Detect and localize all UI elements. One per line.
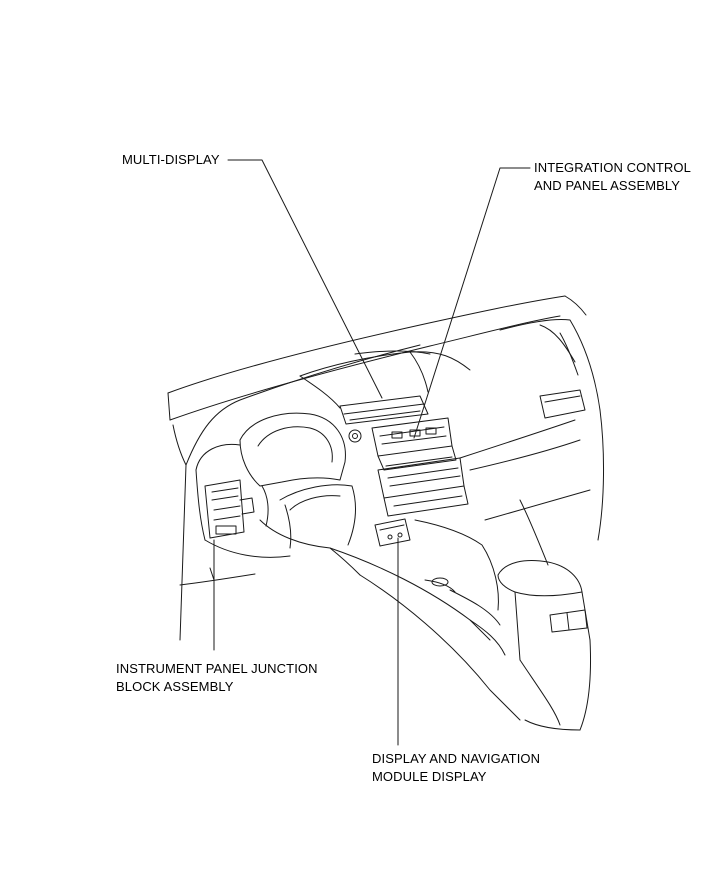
- callout-text: DISPLAY AND NAVIGATION: [372, 751, 541, 766]
- leader-integration-control: [413, 167, 531, 439]
- dashboard-top-outline: [167, 295, 587, 466]
- callout-text: MULTI-DISPLAY: [122, 152, 220, 167]
- junction-block: [204, 479, 255, 539]
- multi-display-unit: [339, 395, 429, 443]
- integration-control-panel: [371, 417, 457, 471]
- callout-text: MODULE DISPLAY: [372, 769, 487, 784]
- left-door-trim: [179, 443, 291, 641]
- center-console: [329, 519, 521, 721]
- callout-text: AND PANEL ASSEMBLY: [534, 178, 681, 193]
- right-vent: [539, 389, 586, 419]
- callout-text: BLOCK ASSEMBLY: [116, 679, 234, 694]
- leader-lines: [213, 159, 531, 746]
- center-stack: [374, 457, 469, 547]
- center-display-hood: [299, 350, 471, 409]
- callout-text: INTEGRATION CONTROL: [534, 160, 691, 175]
- callout-nav-module: DISPLAY AND NAVIGATION MODULE DISPLAY: [372, 750, 540, 786]
- lower-dashboard: [259, 484, 361, 576]
- right-pillar-outline: [499, 319, 605, 541]
- callout-text: INSTRUMENT PANEL JUNCTION: [116, 661, 318, 676]
- callout-multi-display: MULTI-DISPLAY: [122, 151, 220, 169]
- callout-junction-block: INSTRUMENT PANEL JUNCTION BLOCK ASSEMBLY: [116, 660, 318, 696]
- callout-integration-control: INTEGRATION CONTROL AND PANEL ASSEMBLY: [534, 159, 691, 195]
- instrument-cluster: [239, 412, 346, 527]
- passenger-dash: [459, 419, 591, 566]
- leader-multi-display: [227, 159, 383, 399]
- armrest: [497, 560, 591, 731]
